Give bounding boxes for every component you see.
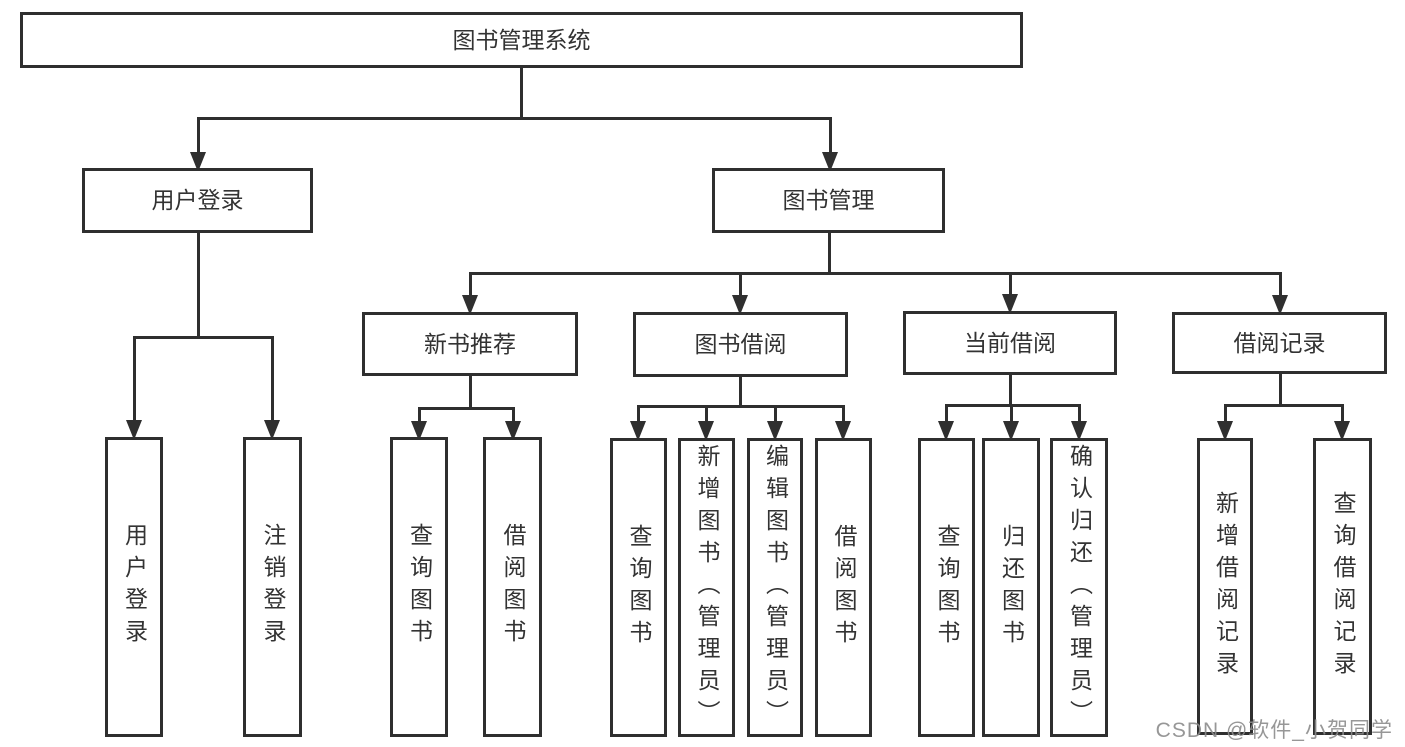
connector-line xyxy=(1279,272,1282,298)
connector-line xyxy=(774,405,777,424)
arrow-down-icon xyxy=(264,420,280,440)
connector-line xyxy=(469,272,472,298)
arrow-down-icon xyxy=(462,295,478,315)
node-borrow-records: 借阅记录 xyxy=(1172,312,1387,374)
connector-line xyxy=(1224,404,1227,424)
arrow-down-icon xyxy=(1217,421,1233,441)
arrow-down-icon xyxy=(1003,421,1019,441)
connector-line xyxy=(739,272,742,298)
arrow-down-icon xyxy=(835,421,851,441)
node-book-mgmt: 图书管理 xyxy=(712,168,945,233)
connector-line xyxy=(637,405,640,424)
arrow-down-icon xyxy=(732,295,748,315)
node-leaf-nb-query: 查询图书 xyxy=(390,437,448,737)
arrow-down-icon xyxy=(938,421,954,441)
connector-line xyxy=(945,404,948,424)
arrow-down-icon xyxy=(126,420,142,440)
node-leaf-cb-confirm: 确认归还（管理员） xyxy=(1050,438,1108,737)
node-leaf-cb-return: 归还图书 xyxy=(982,438,1040,737)
connector-line xyxy=(1224,404,1343,407)
connector-line xyxy=(197,232,200,336)
connector-line xyxy=(133,336,273,339)
arrow-down-icon xyxy=(630,421,646,441)
connector-line xyxy=(418,407,421,424)
arrow-down-icon xyxy=(822,152,838,172)
connector-line xyxy=(469,375,472,407)
arrow-down-icon xyxy=(698,421,714,441)
connector-line xyxy=(1078,404,1081,424)
node-user-login: 用户登录 xyxy=(82,168,313,233)
connector-line xyxy=(197,117,200,155)
arrow-down-icon xyxy=(767,421,783,441)
connector-line xyxy=(520,67,523,117)
connector-line xyxy=(828,232,831,272)
connector-line xyxy=(512,407,515,424)
connector-line xyxy=(418,407,514,410)
arrow-down-icon xyxy=(411,421,427,441)
connector-line xyxy=(637,405,844,408)
connector-line xyxy=(1009,374,1012,404)
connector-line xyxy=(739,376,742,405)
arrow-down-icon xyxy=(1272,295,1288,315)
node-leaf-br-add: 新增借阅记录 xyxy=(1197,438,1253,735)
connector-line xyxy=(469,272,1281,275)
arrow-down-icon xyxy=(1334,421,1350,441)
connector-line xyxy=(842,405,845,424)
connector-line xyxy=(1009,272,1012,297)
node-leaf-bb-borrow: 借阅图书 xyxy=(815,438,872,737)
arrow-down-icon xyxy=(190,152,206,172)
node-leaf-bb-edit: 编辑图书（管理员） xyxy=(747,438,803,737)
node-book-borrow: 图书借阅 xyxy=(633,312,848,377)
node-leaf-logout: 注销登录 xyxy=(243,437,302,737)
node-current-borrow: 当前借阅 xyxy=(903,311,1117,375)
arrow-down-icon xyxy=(1002,294,1018,314)
node-leaf-nb-borrow: 借阅图书 xyxy=(483,437,542,737)
arrow-down-icon xyxy=(505,421,521,441)
arrow-down-icon xyxy=(1071,421,1087,441)
connector-line xyxy=(197,117,831,120)
watermark: CSDN @软件_小贺同学 xyxy=(1155,719,1393,742)
connector-line xyxy=(829,117,832,155)
node-new-book-recommend: 新书推荐 xyxy=(362,312,578,376)
connector-line xyxy=(705,405,708,424)
node-leaf-cb-query: 查询图书 xyxy=(918,438,975,737)
node-leaf-bb-query: 查询图书 xyxy=(610,438,667,737)
connector-line xyxy=(271,336,274,423)
connector-line xyxy=(1279,373,1282,404)
connector-line xyxy=(133,336,136,423)
connector-line xyxy=(1010,404,1013,424)
node-leaf-br-query: 查询借阅记录 xyxy=(1313,438,1372,735)
node-leaf-bb-add: 新增图书（管理员） xyxy=(678,438,735,737)
node-root: 图书管理系统 xyxy=(20,12,1023,68)
node-leaf-user-login: 用户登录 xyxy=(105,437,163,737)
connector-line xyxy=(1341,404,1344,424)
